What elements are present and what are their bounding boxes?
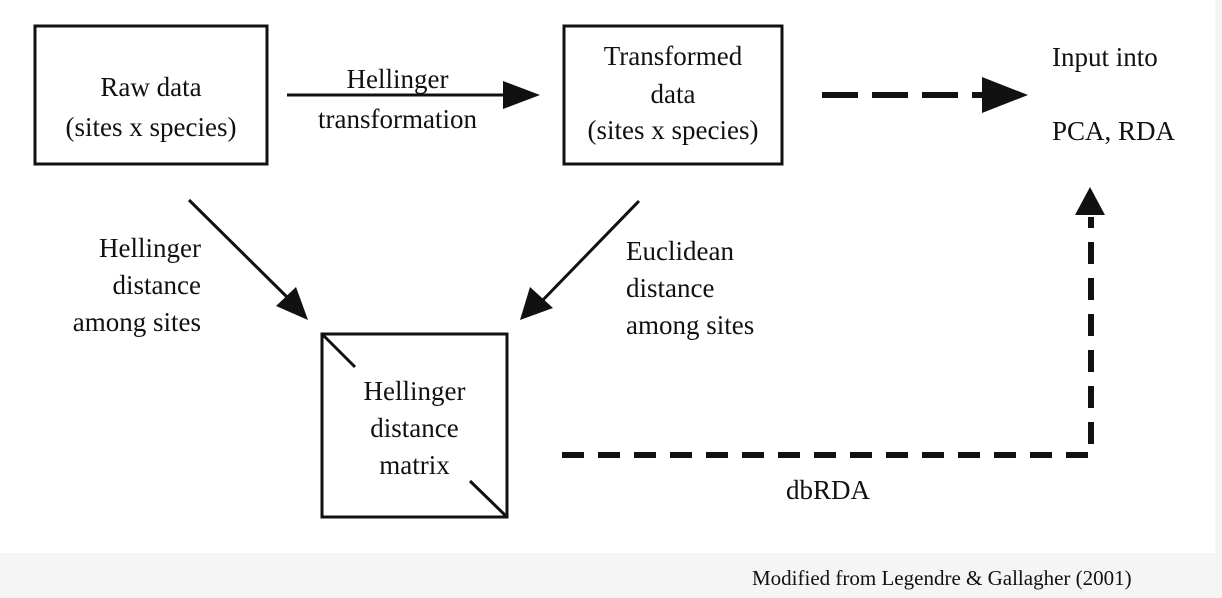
hellinger-distance-arrow-line [187,198,292,302]
raw-data-box [33,24,269,166]
transformation-arrowhead [503,81,540,109]
transformed-data-box [562,24,784,166]
pca-rda-label: PCA, RDA [1052,116,1176,146]
euclidean-distance-arrow-line [538,199,641,305]
matrix-diagonal-bottom [468,479,508,518]
transformation-label-line1: Hellinger [346,64,449,94]
transformation-label-line2: transformation [318,104,477,134]
matrix-diagonal-top [321,333,357,369]
input-arrowhead [982,77,1028,113]
transformed-data-subtitle: (sites x species) [587,115,759,145]
dbrda-arrowhead [1075,187,1105,215]
dbrda-label: dbRDA [786,475,871,505]
hellinger-distance-label-line3: among sites [72,307,201,337]
raw-data-subtitle: (sites x species) [65,112,237,142]
distance-matrix-title: Hellinger [363,376,466,406]
hellinger-distance-label-line1: Hellinger [99,233,201,263]
distance-matrix-line2: distance [370,413,459,443]
diagram-canvas: Raw data (sites x species) Hellinger tra… [33,24,1176,519]
hellinger-distance-label-line2: distance [112,270,201,300]
distance-matrix-box [320,332,509,519]
euclidean-distance-label-line2: distance [626,273,715,303]
euclidean-distance-label-line1: Euclidean [626,236,734,266]
distance-matrix-line3: matrix [379,450,450,480]
dbrda-dashed-path [562,217,1094,458]
euclidean-distance-label-line3: among sites [626,310,755,340]
euclidean-distance-arrowhead [520,287,553,320]
source-caption: Modified from Legendre & Gallagher (2001… [752,566,1132,590]
input-into-label: Input into [1052,42,1158,72]
transformed-data-line2: data [650,79,696,109]
diagram-shapes [33,24,1105,519]
transformed-data-title: Transformed [603,41,743,71]
raw-data-title: Raw data [100,72,202,102]
hellinger-distance-arrowhead [276,287,308,320]
